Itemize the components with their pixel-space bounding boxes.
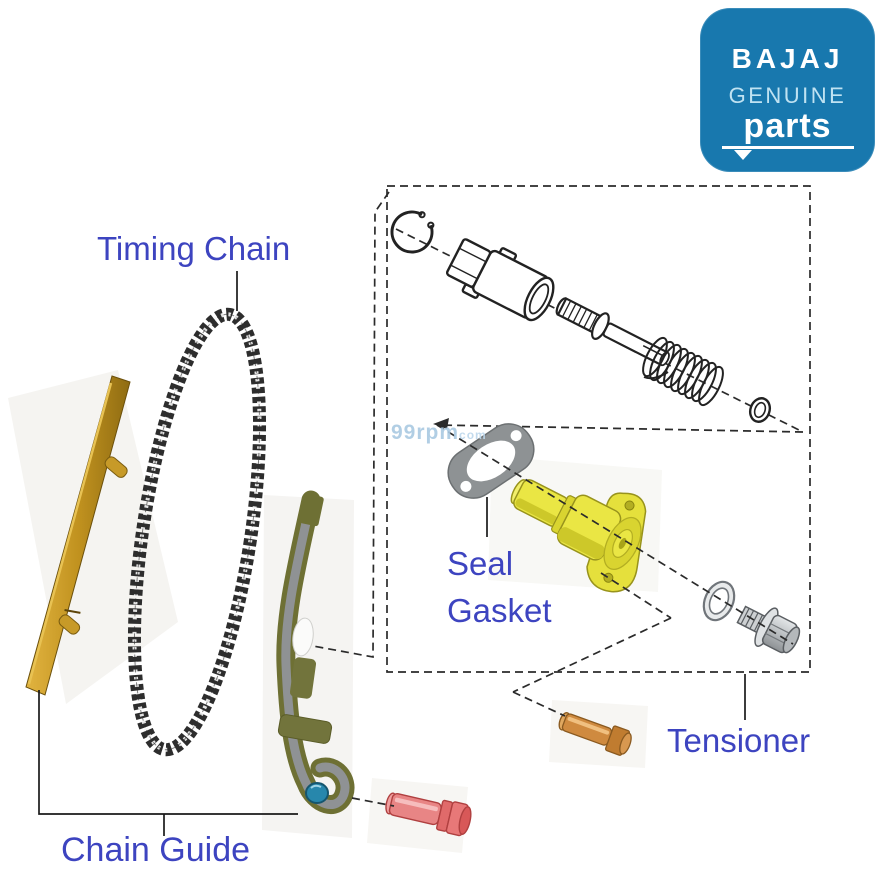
- guide-peg-upper: [104, 456, 128, 478]
- logo-underline: [721, 146, 854, 149]
- tensioner-housing: [510, 479, 647, 593]
- watermark: 99rpmcom: [391, 421, 487, 445]
- dowel-pin: [558, 712, 632, 756]
- sealing-washer: [702, 580, 736, 622]
- chain-guide-arm: [276, 490, 355, 814]
- axis-lines-lower: [312, 191, 794, 807]
- axis-arrowhead: [433, 418, 449, 429]
- leader-lines: [38, 271, 746, 836]
- timing-chain: [127, 307, 267, 757]
- o-ring-small: [748, 397, 772, 423]
- seal-gasket-label: Seal Gasket: [447, 541, 552, 635]
- seal-gasket-label-line2: Gasket: [447, 591, 552, 629]
- tensioner-spring: [642, 336, 724, 407]
- seal-gasket-label-line1: Seal: [447, 545, 514, 582]
- watermark-suffix: com: [459, 428, 487, 442]
- chain-guide-label: Chain Guide: [61, 831, 251, 869]
- seal-gasket: [447, 423, 535, 499]
- mounting-bolt: [385, 792, 472, 837]
- watermark-text: 99rpm: [391, 421, 460, 444]
- logo-genuine-text: GENUINE: [728, 83, 847, 108]
- tensioner-body: [445, 238, 555, 322]
- timing-chain-label: Timing Chain: [97, 230, 291, 267]
- tensioner-plunger: [555, 297, 670, 367]
- flanged-bolt: [736, 605, 801, 654]
- logo-brand-text: BAJAJ: [731, 43, 844, 74]
- logo-chevron-down-icon: [734, 150, 752, 160]
- dashed-box: [386, 185, 811, 673]
- logo-parts-text: parts: [743, 107, 832, 145]
- tensioner-label: Tensioner: [667, 722, 811, 759]
- chain-guide-bar: [25, 375, 131, 696]
- circlip: [390, 210, 435, 254]
- guide-peg-lower: [58, 609, 81, 635]
- bajaj-genuine-parts-logo: BAJAJ GENUINE parts: [700, 8, 875, 172]
